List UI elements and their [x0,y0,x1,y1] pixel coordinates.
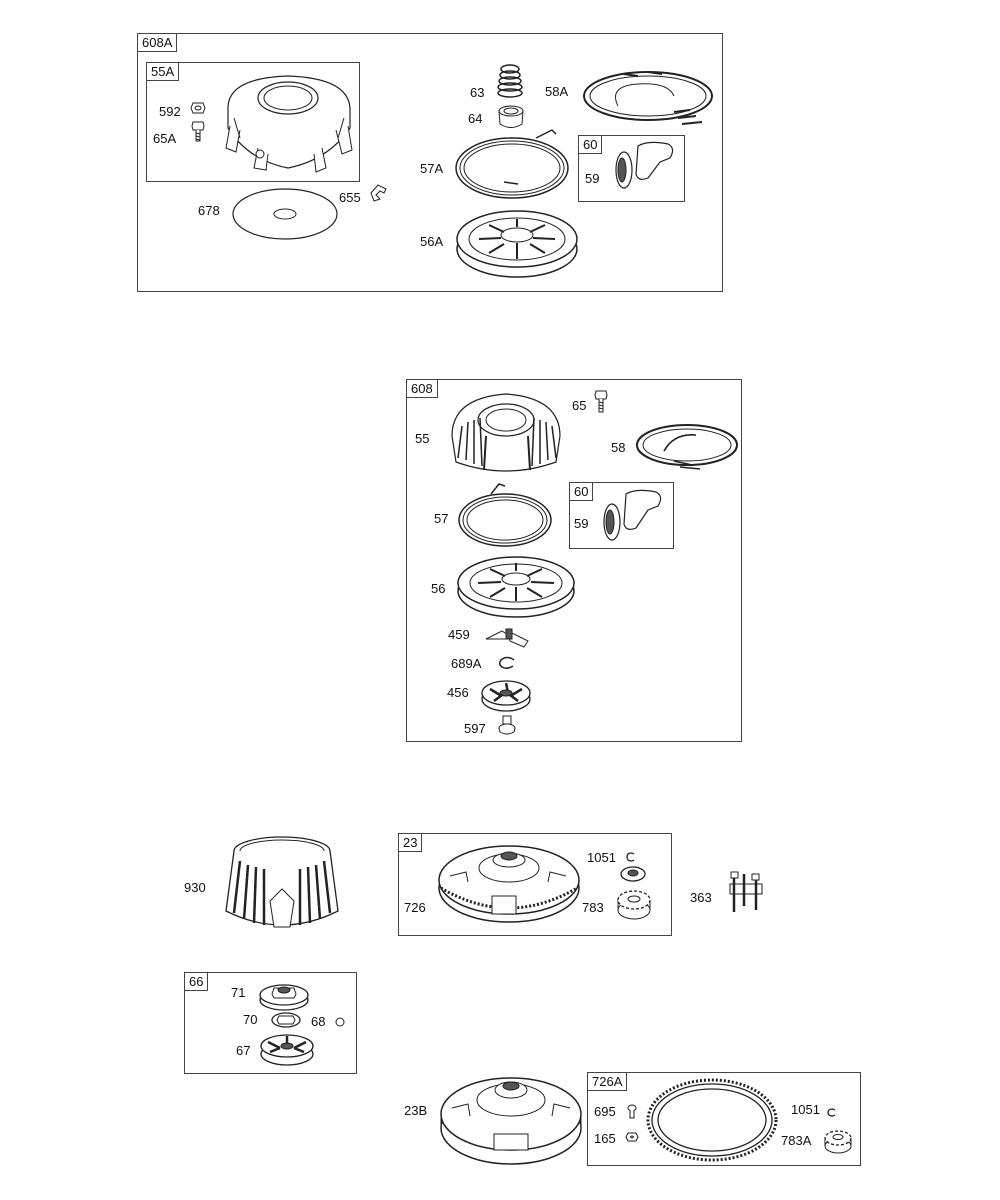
label-65A: 65A [153,131,177,146]
gear-783-drawing [614,888,654,922]
label-1051-upper: 1051 [587,850,616,865]
label-57: 57 [434,511,449,526]
label-56: 56 [431,581,446,596]
rotating-screen-930-drawing [224,831,340,937]
rope-58A-drawing [578,66,718,128]
blower-housing-55A-drawing [218,68,358,178]
label-363: 363 [690,890,712,905]
group-23-tag: 23 [398,833,423,852]
group-726A-tag: 726A [587,1072,628,1091]
flywheel-23B-drawing [438,1054,584,1172]
nut-165-drawing [625,1131,639,1143]
label-71: 71 [231,985,246,1000]
recoil-spring-57A-drawing [452,126,574,204]
label-58: 58 [611,440,626,455]
label-1051-lower: 1051 [791,1102,820,1117]
label-59-lower: 59 [574,516,589,531]
label-597: 597 [464,721,486,736]
label-64: 64 [468,111,483,126]
label-67: 67 [236,1043,251,1058]
group-23: 23 [398,833,672,936]
label-65: 65 [572,398,587,413]
starter-cup-67-drawing [258,1028,316,1068]
recoil-spring-57-drawing [455,480,555,550]
label-55: 55 [415,431,430,446]
label-23B: 23B [404,1103,428,1118]
washer-70-drawing [270,1010,302,1030]
nut-592-drawing [190,101,206,115]
label-726: 726 [404,900,426,915]
gear-783A-drawing [822,1128,854,1156]
label-70: 70 [243,1012,258,1027]
label-165: 165 [594,1131,616,1146]
rope-58-drawing [634,421,740,473]
label-59-upper: 59 [585,171,600,186]
pulley-56-drawing [455,553,577,621]
washer-783-upper-drawing [619,864,647,884]
bushing-64-drawing [496,104,526,132]
ring-gear-726A-drawing [644,1076,780,1164]
group-55A-tag: 55A [146,62,180,81]
ball-68-drawing [334,1016,346,1028]
group-60-upper: 60 [578,135,685,202]
group-608A: 608A [137,33,723,292]
clip-655-drawing [368,181,390,203]
label-678: 678 [198,203,220,218]
ratchet-456-drawing [480,675,532,715]
group-66: 66 [184,972,357,1074]
nut-71-drawing [258,978,310,1014]
label-56A: 56A [420,234,444,249]
group-60-upper-tag: 60 [578,135,603,154]
label-930: 930 [184,880,206,895]
spring-63-drawing [495,64,525,102]
label-689A: 689A [451,656,482,671]
label-783A: 783A [781,1133,812,1148]
label-63: 63 [470,85,485,100]
label-456: 456 [447,685,469,700]
group-726A: 726A [587,1072,861,1166]
label-459: 459 [448,627,470,642]
washer-678-drawing [230,186,340,242]
label-57A: 57A [420,161,444,176]
label-655: 655 [339,190,361,205]
group-55A: 55A [146,62,360,182]
ring-1051-upper-drawing [625,851,637,863]
label-68: 68 [311,1014,326,1029]
label-695: 695 [594,1104,616,1119]
group-608-tag: 608 [406,379,438,398]
ring-1051-lower-drawing [826,1108,838,1118]
group-608: 608 [406,379,742,742]
starter-handle-59-lower-drawing [596,486,668,544]
label-592: 592 [159,104,181,119]
label-783: 783 [582,900,604,915]
screw-695-drawing [626,1104,638,1120]
group-66-tag: 66 [184,972,209,991]
pulley-56A-drawing [454,207,580,281]
pawl-459-drawing [484,623,530,651]
flywheel-726-drawing [436,836,582,932]
label-58A: 58A [545,84,569,99]
group-608A-tag: 608A [137,33,178,52]
bolt-65-drawing [595,390,607,414]
group-60-lower-tag: 60 [569,482,594,501]
blower-housing-55-drawing [448,386,564,480]
bracket-363-drawing [726,870,766,912]
bolt-65A-drawing [191,121,205,143]
group-60-lower: 60 [569,482,674,549]
starter-handle-59-upper-drawing [608,138,680,194]
screw-597-drawing [497,714,517,736]
retaining-ring-689A-drawing [496,655,518,671]
